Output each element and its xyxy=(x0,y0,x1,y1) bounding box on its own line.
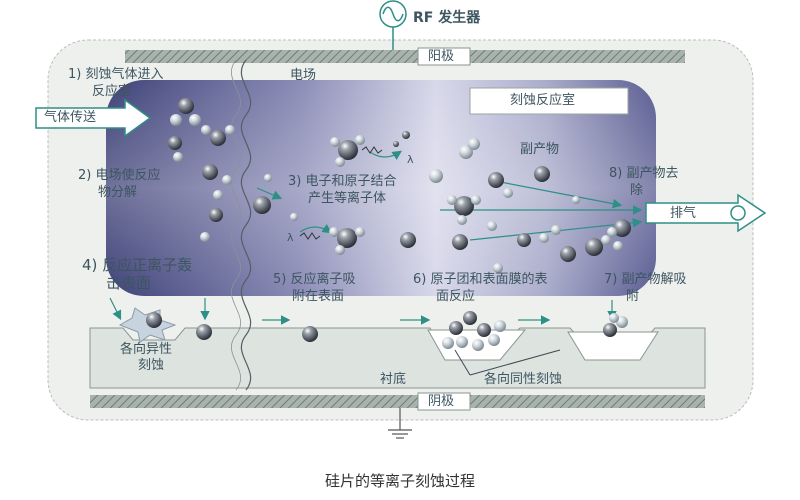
substrate-label: 衬底 xyxy=(380,372,407,387)
anisotropic-etch-label-1: 各向异性 xyxy=(120,342,173,357)
lambda-label-top: λ xyxy=(407,153,414,166)
rf-generator-label: RF 发生器 xyxy=(413,10,481,26)
step-5-line-1: 5) 反应离子吸 xyxy=(273,272,356,287)
cathode-plate xyxy=(90,395,705,408)
step-7-line-2: 附 xyxy=(626,289,640,304)
photon-squiggles xyxy=(299,146,383,240)
electric-field-label: 电场 xyxy=(290,68,317,83)
isotropic-etch-label: 各向同性刻蚀 xyxy=(484,372,563,387)
substrate-layer xyxy=(89,327,706,389)
step-7-line-1: 7) 副产物解吸 xyxy=(604,272,687,287)
gas-delivery-label: 气体传送 xyxy=(44,110,97,125)
flow-arrows xyxy=(109,150,643,325)
step-5-line-2: 附在表面 xyxy=(292,289,345,304)
etch-chamber-label-box xyxy=(469,87,629,115)
lambda-label-bottom: λ xyxy=(287,231,294,244)
step-3-line-1: 3) 电子和原子结合 xyxy=(288,174,397,189)
anode-label: 阳极 xyxy=(428,49,455,64)
etch-chamber-label: 刻蚀反应室 xyxy=(510,93,576,108)
step-6-line-2: 面反应 xyxy=(436,289,476,304)
exhaust-arrow xyxy=(645,193,767,233)
cathode-label-box xyxy=(417,392,471,411)
isotropic-pointer-lines xyxy=(454,349,561,376)
anisotropic-etch-label-2: 刻蚀 xyxy=(138,358,165,373)
step-2-line-1: 2) 电场使反应 xyxy=(78,168,161,183)
step-8-line-1: 8) 副产物去 xyxy=(609,166,679,181)
step-2-line-2: 物分解 xyxy=(98,185,138,200)
byproduct-label: 副产物 xyxy=(520,142,560,157)
step-1-line-1: 1) 刻蚀气体进入 xyxy=(68,67,164,82)
particles xyxy=(146,98,631,351)
step-4-line-1: 4) 反应正离子轰 xyxy=(82,256,193,274)
step-1-line-2: 反应室 xyxy=(92,84,132,99)
figure-caption: 硅片的等离子刻蚀过程 xyxy=(324,472,475,490)
impact-burst xyxy=(118,307,177,343)
electric-field-wave xyxy=(240,59,252,391)
exhaust-label: 排气 xyxy=(670,206,697,221)
step-4-line-2: 击表面 xyxy=(106,274,152,292)
gas-inlet-arrow xyxy=(35,98,152,138)
step-6-line-1: 6) 原子团和表面膜的表 xyxy=(413,272,548,287)
step-8-line-2: 除 xyxy=(630,183,644,198)
anode-plate xyxy=(125,50,685,63)
cathode-label: 阴极 xyxy=(428,394,455,409)
anode-label-box xyxy=(417,47,471,66)
step-3-line-2: 产生等离子体 xyxy=(308,191,387,206)
ground-icon xyxy=(388,429,412,439)
